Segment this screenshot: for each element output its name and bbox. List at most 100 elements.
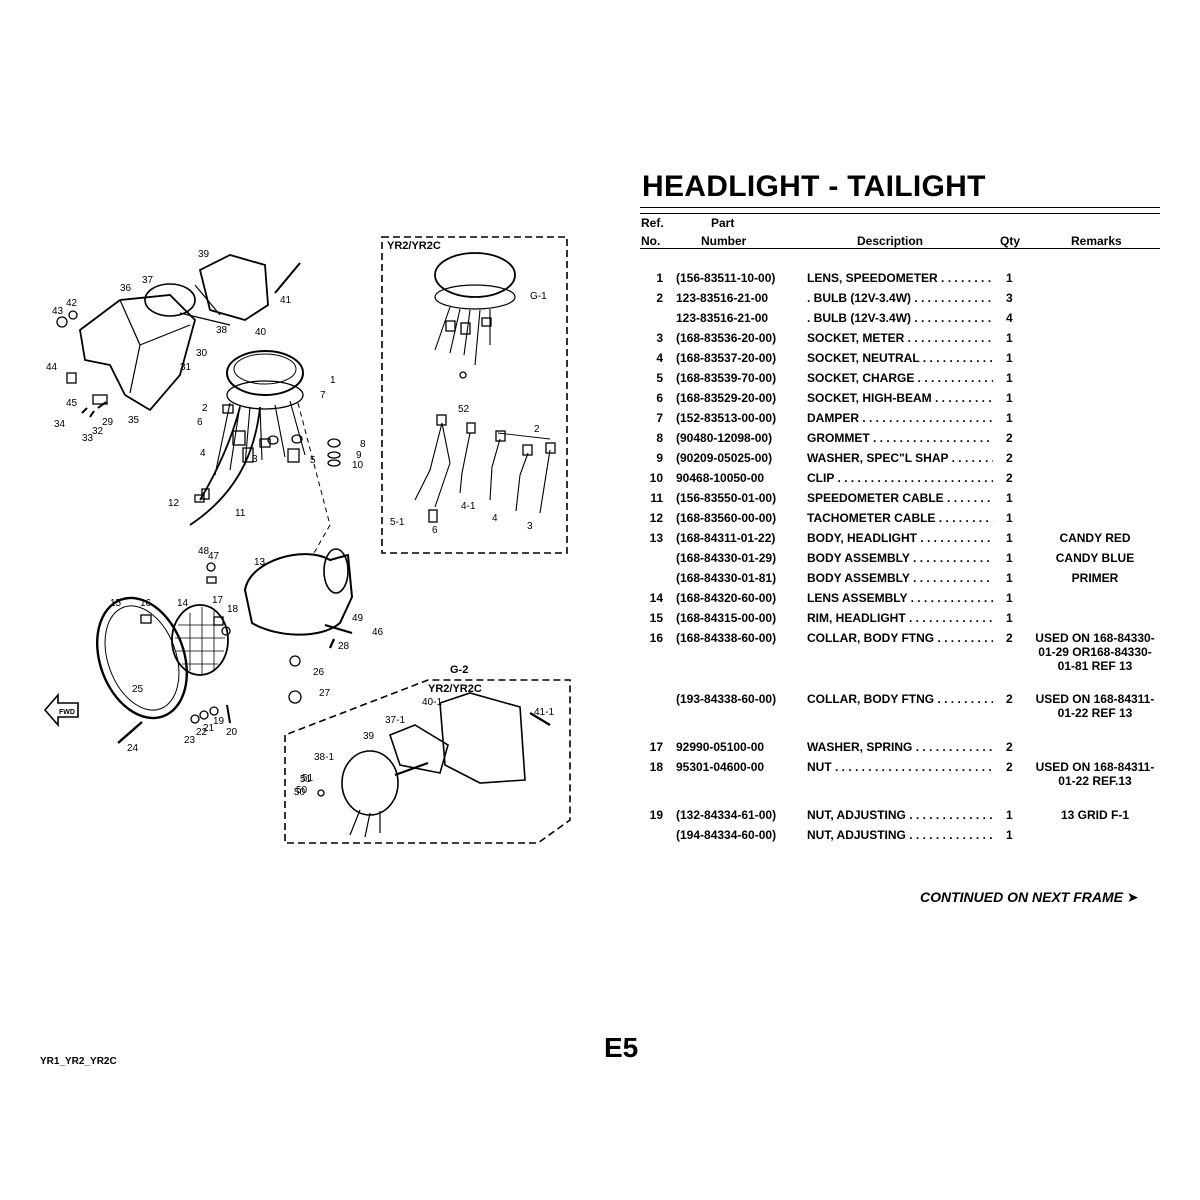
description: . BULB (12V-3.4W) <box>807 291 993 305</box>
callout: 24 <box>127 743 139 754</box>
callout: 40-1 <box>422 697 442 708</box>
cable-11 <box>189 406 261 526</box>
callout: 11 <box>235 508 246 519</box>
callout: 4 <box>492 513 498 524</box>
ref-number: 6 <box>656 391 663 405</box>
callout: 3 <box>252 454 258 465</box>
part-number: (168-84330-01-29) <box>676 551 777 565</box>
quantity: 1 <box>1006 511 1013 525</box>
ref-number: 7 <box>656 411 663 425</box>
ref-number: 2 <box>656 291 663 305</box>
description: CLIP <box>807 471 993 485</box>
col-header-ref-1: Ref. <box>641 216 664 230</box>
description: NUT, ADJUSTING <box>807 808 993 822</box>
callout: 6 <box>197 417 203 428</box>
parts-table: 1(156-83511-10-00)LENS, SPEEDOMETER1 212… <box>640 271 1160 848</box>
callout: 43 <box>52 306 64 317</box>
ref-number: 13 <box>649 531 663 545</box>
callout: 1 <box>330 375 336 386</box>
table-row: 123-83516-21-00. BULB (12V-3.4W)4 <box>640 311 1160 331</box>
callout: 7 <box>320 390 326 401</box>
callout: 17 <box>212 595 224 606</box>
table-row: 13(168-84311-01-22)BODY, HEADLIGHT1CANDY… <box>640 531 1160 551</box>
title-rule <box>640 207 1160 214</box>
ref-number: 3 <box>656 331 663 345</box>
callout: 2 <box>202 403 208 414</box>
callout: 34 <box>54 419 66 430</box>
callout: 50 <box>296 785 308 796</box>
callout: 44 <box>46 362 58 373</box>
box2-code: G-2 <box>450 664 468 676</box>
callout: 47 <box>208 551 220 562</box>
quantity: 2 <box>1006 740 1013 754</box>
callout: 32 <box>92 426 104 437</box>
callout: 51 <box>302 773 314 784</box>
callout: 22 <box>196 727 208 738</box>
description: RIM, HEADLIGHT <box>807 611 993 625</box>
callout: 52 <box>458 404 470 415</box>
quantity: 2 <box>1006 631 1013 645</box>
callout: 38-1 <box>314 752 334 763</box>
description: SOCKET, CHARGE <box>807 371 993 385</box>
part-number: (168-84330-01-81) <box>676 571 777 585</box>
table-row: 15(168-84315-00-00)RIM, HEADLIGHT1 <box>640 611 1160 631</box>
part-number: (168-84311-01-22) <box>676 531 776 545</box>
callout: 14 <box>177 598 189 609</box>
part-number: (168-83560-00-00) <box>676 511 777 525</box>
callout: 5 <box>310 455 316 466</box>
continued-next-frame: CONTINUED ON NEXT FRAME ➤ <box>920 889 1139 905</box>
callout: 4 <box>200 448 206 459</box>
callout-labels: 1 2 3 4 5 6 7 8 9 10 11 12 13 14 15 16 1… <box>46 249 554 798</box>
quantity: 1 <box>1006 331 1013 345</box>
table-row: 12 (168-83560-00-00) TACHOMETER CABLE 1 <box>640 511 1160 531</box>
quantity: 1 <box>1006 808 1013 822</box>
table-row: 3(168-83536-20-00)SOCKET, METER1 <box>640 331 1160 351</box>
callout: 8 <box>360 439 366 450</box>
quantity: 2 <box>1006 760 1013 774</box>
description: COLLAR, BODY FTNG <box>807 631 993 645</box>
callout: G-1 <box>530 291 547 302</box>
table-row: (194-84334-60-00)NUT, ADJUSTING1 <box>640 828 1160 848</box>
callout: 48 <box>198 546 210 557</box>
ref-number: 18 <box>649 760 663 774</box>
page-title: HEADLIGHT - TAILIGHT <box>642 170 986 203</box>
fwd-label: FWD <box>59 709 75 716</box>
table-row: 9(90209-05025-00)WASHER, SPEC"L SHAP2 <box>640 451 1160 471</box>
ref-number: 10 <box>649 471 663 485</box>
box1-title: YR2/YR2C <box>387 240 441 252</box>
remarks: 13 GRID F-1 <box>1060 808 1129 822</box>
callout: 33 <box>82 433 94 444</box>
callout: 18 <box>227 604 239 615</box>
part-number: (156-83550-01-00) <box>676 491 777 505</box>
description: TACHOMETER CABLE <box>807 511 993 525</box>
ref-number: 8 <box>656 431 663 445</box>
remarks: CANDY BLUE <box>1055 551 1135 565</box>
quantity: 1 <box>1006 828 1013 842</box>
ref-number: 12 <box>649 511 663 525</box>
callout: 31 <box>180 362 192 373</box>
remarks: CANDY RED <box>1059 531 1131 545</box>
screw-41 <box>274 262 301 294</box>
ref-number: 15 <box>649 611 663 625</box>
description: NUT, ADJUSTING <box>807 828 993 842</box>
quantity: 2 <box>1006 451 1013 465</box>
table-row: (168-84330-01-29)BODY ASSEMBLY1CANDY BLU… <box>640 551 1160 571</box>
callout: 30 <box>196 348 208 359</box>
quantity: 1 <box>1006 611 1013 625</box>
table-row: 6(168-83529-20-00)SOCKET, HIGH-BEAM1 <box>640 391 1160 411</box>
part-number: (168-83539-70-00) <box>676 371 777 385</box>
callout: 16 <box>140 598 152 609</box>
quantity: 1 <box>1006 571 1013 585</box>
table-row: (168-84330-01-81)BODY ASSEMBLY1PRIMER <box>640 571 1160 591</box>
yr2-meter-box <box>381 236 568 554</box>
col-header-part-1: Part <box>711 216 735 230</box>
description: DAMPER <box>807 411 993 425</box>
quantity: 1 <box>1006 531 1013 545</box>
description: NUT <box>807 760 993 774</box>
callout: 41-1 <box>534 707 554 718</box>
callout: 5-1 <box>390 517 405 528</box>
model-code: YR1_YR2_YR2C <box>40 1056 117 1067</box>
callout: 9 <box>356 450 362 461</box>
